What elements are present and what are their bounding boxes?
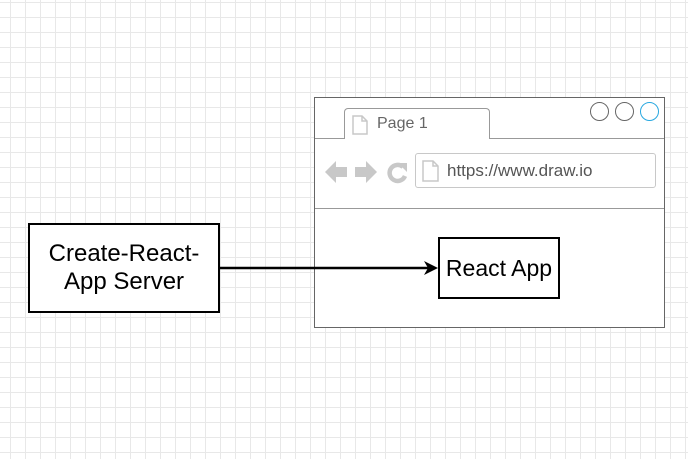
server-box-label: Create-React-App Server [48, 240, 200, 295]
tab-baseline-right [489, 138, 664, 139]
window-button-active-circle-icon [640, 102, 659, 121]
tab-label: Page 1 [377, 115, 428, 132]
reload-icon [387, 162, 408, 184]
window-button-circle-icon [615, 102, 634, 121]
browser-content-divider [315, 208, 664, 209]
browser-tab: Page 1 [344, 108, 490, 139]
arrow-left-icon [325, 161, 347, 183]
react-app-box-label: React App [445, 254, 553, 281]
page-icon [422, 160, 439, 187]
page-icon [352, 115, 368, 140]
window-button-circle-icon [590, 102, 609, 121]
address-bar[interactable]: https://www.draw.io [415, 153, 656, 188]
arrow-right-icon [355, 161, 377, 183]
server-box[interactable]: Create-React-App Server [28, 223, 220, 313]
tab-baseline-left [315, 138, 345, 139]
address-bar-url: https://www.draw.io [447, 161, 593, 180]
react-app-box[interactable]: React App [438, 237, 560, 299]
browser-nav [325, 160, 409, 189]
